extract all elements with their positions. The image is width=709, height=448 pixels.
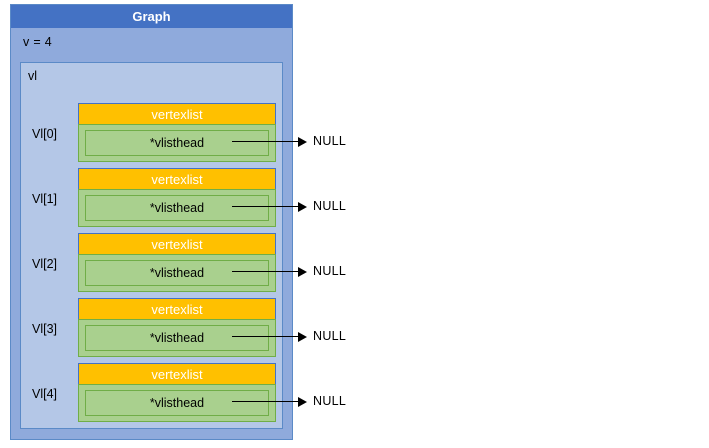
pointer-arrow-1 [232, 202, 312, 212]
null-label-1: NULL [313, 199, 347, 213]
arrow-head-icon [298, 137, 307, 147]
vertexlist-header-1: vertexlist [78, 168, 276, 190]
vl-index-label-4: Vl[4] [32, 387, 58, 401]
vertexlist-header-3: vertexlist [78, 298, 276, 320]
vlisthead-member-2: *vlisthead [85, 260, 269, 286]
vertexlist-struct-1: vertexlist *vlisthead [78, 168, 276, 233]
graph-struct-box: Graph v = 4 vl Vl[0] vertexlist *vlisthe… [10, 4, 293, 440]
vertexlist-header-4: vertexlist [78, 363, 276, 385]
arrow-head-icon [298, 332, 307, 342]
pointer-arrow-3 [232, 332, 312, 342]
arrow-line-icon [232, 401, 300, 402]
pointer-arrow-2 [232, 267, 312, 277]
arrow-line-icon [232, 141, 300, 142]
null-label-0: NULL [313, 134, 347, 148]
pointer-arrow-0 [232, 137, 312, 147]
vertexlist-header-2: vertexlist [78, 233, 276, 255]
list-item: Vl[4] vertexlist *vlisthead [21, 363, 282, 428]
vl-index-label-2: Vl[2] [32, 257, 58, 271]
vl-array-container: vl Vl[0] vertexlist *vlisthead Vl[1] ver… [20, 62, 283, 429]
list-item: Vl[3] vertexlist *vlisthead [21, 298, 282, 363]
pointer-arrow-4 [232, 397, 312, 407]
vertexlist-struct-3: vertexlist *vlisthead [78, 298, 276, 363]
arrow-line-icon [232, 206, 300, 207]
arrow-line-icon [232, 271, 300, 272]
vertexlist-body-3: *vlisthead [78, 319, 276, 357]
vlisthead-member-4: *vlisthead [85, 390, 269, 416]
vertexlist-body-4: *vlisthead [78, 384, 276, 422]
vlisthead-member-1: *vlisthead [85, 195, 269, 221]
vertexlist-struct-4: vertexlist *vlisthead [78, 363, 276, 428]
vertexlist-body-1: *vlisthead [78, 189, 276, 227]
null-label-3: NULL [313, 329, 347, 343]
arrow-head-icon [298, 267, 307, 277]
vertexlist-struct-2: vertexlist *vlisthead [78, 233, 276, 298]
graph-title-bar: Graph [11, 5, 292, 28]
list-item: Vl[0] vertexlist *vlisthead [21, 103, 282, 168]
arrow-head-icon [298, 202, 307, 212]
vertexlist-header-0: vertexlist [78, 103, 276, 125]
vlisthead-member-0: *vlisthead [85, 130, 269, 156]
vertex-count-field: v = 4 [23, 35, 52, 49]
arrow-line-icon [232, 336, 300, 337]
list-item: Vl[1] vertexlist *vlisthead [21, 168, 282, 233]
vl-array-label: vl [28, 69, 38, 83]
arrow-head-icon [298, 397, 307, 407]
null-label-2: NULL [313, 264, 347, 278]
vertexlist-struct-0: vertexlist *vlisthead [78, 103, 276, 168]
null-label-4: NULL [313, 394, 347, 408]
vlisthead-member-3: *vlisthead [85, 325, 269, 351]
list-item: Vl[2] vertexlist *vlisthead [21, 233, 282, 298]
vl-index-label-0: Vl[0] [32, 127, 58, 141]
vertexlist-body-2: *vlisthead [78, 254, 276, 292]
vertexlist-body-0: *vlisthead [78, 124, 276, 162]
vl-index-label-3: Vl[3] [32, 322, 58, 336]
vl-index-label-1: Vl[1] [32, 192, 58, 206]
